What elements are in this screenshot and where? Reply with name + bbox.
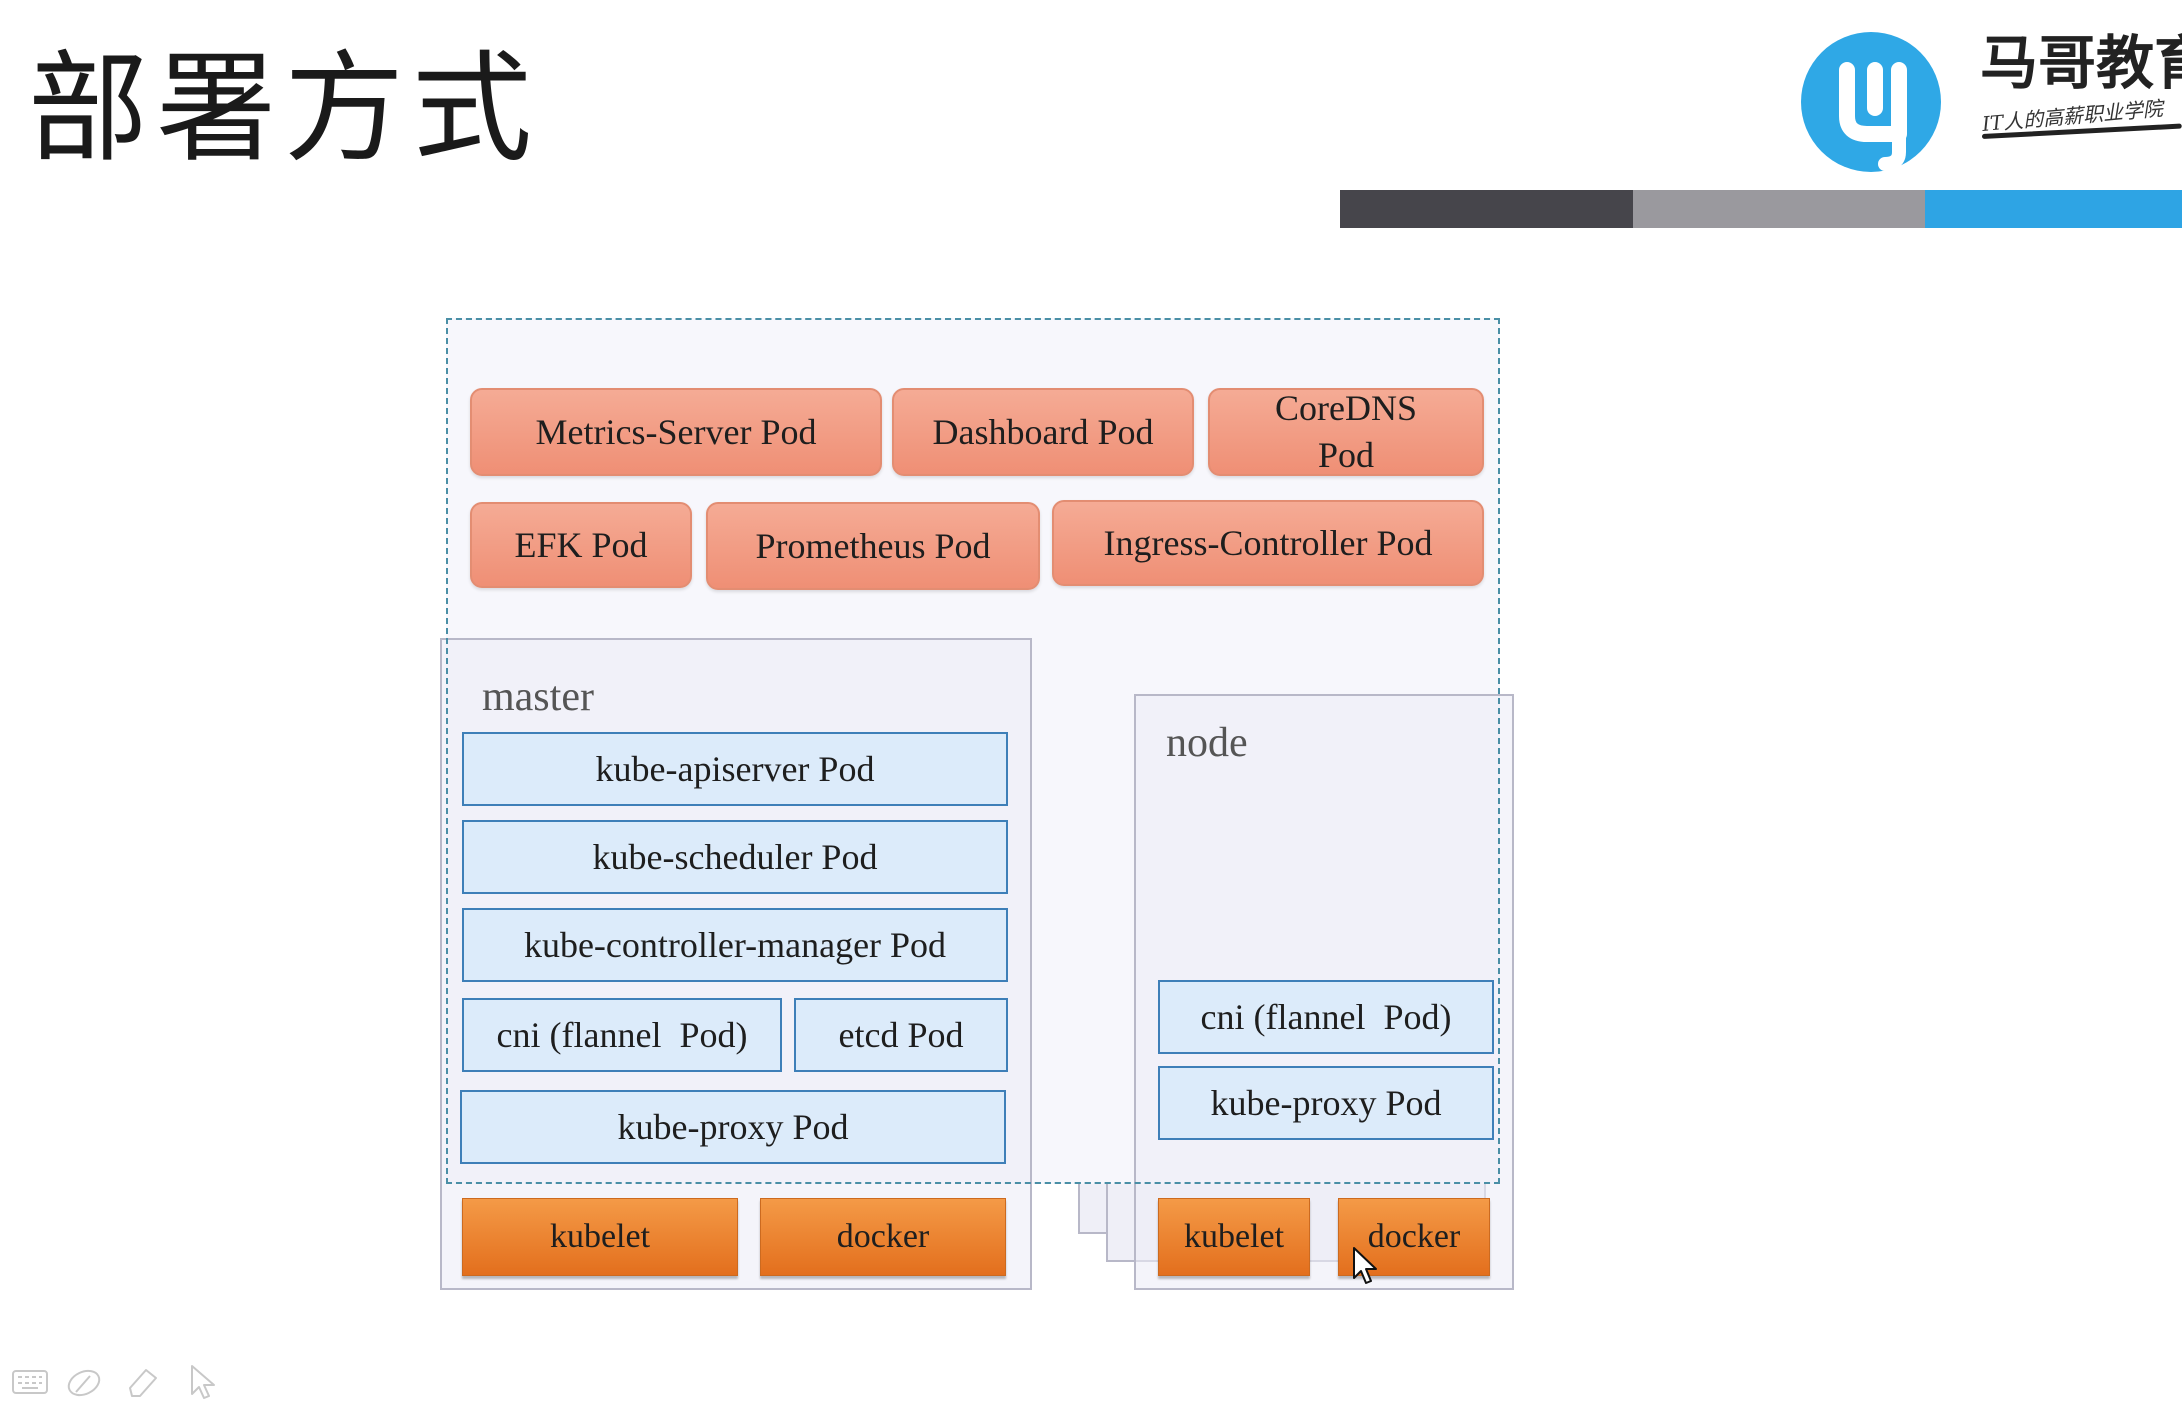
master-kube-scheduler-pod: kube-scheduler Pod: [462, 820, 1008, 894]
master-label: master: [482, 674, 594, 720]
metrics-server-pod: Metrics-Server Pod: [470, 388, 882, 476]
node-cni-flannel-pod: cni (flannel Pod): [1158, 980, 1494, 1054]
prometheus-pod: Prometheus Pod: [706, 502, 1040, 590]
node-label: node: [1166, 720, 1248, 766]
master-kubelet: kubelet: [462, 1198, 738, 1276]
eraser-icon[interactable]: [122, 1362, 162, 1402]
stripe-blue: [1925, 190, 2182, 228]
master-kube-controller-manager-pod: kube-controller-manager Pod: [462, 908, 1008, 982]
mage-logo-icon: [1801, 32, 1941, 172]
pen-icon[interactable]: [64, 1362, 104, 1402]
slide-title: 部署方式: [28, 40, 540, 179]
node-kube-proxy-pod: kube-proxy Pod: [1158, 1066, 1494, 1140]
dashboard-pod: Dashboard Pod: [892, 388, 1194, 476]
node-kubelet: kubelet: [1158, 1198, 1310, 1276]
ingress-controller-pod: Ingress-Controller Pod: [1052, 500, 1484, 586]
master-kube-proxy-pod: kube-proxy Pod: [460, 1090, 1006, 1164]
master-kube-apiserver-pod: kube-apiserver Pod: [462, 732, 1008, 806]
brand-name: 马哥教育: [1980, 29, 2182, 97]
master-etcd-pod: etcd Pod: [794, 998, 1008, 1072]
stripe-dark: [1340, 190, 1633, 228]
master-docker: docker: [760, 1198, 1006, 1276]
keyboard-icon[interactable]: [10, 1362, 50, 1402]
efk-pod: EFK Pod: [470, 502, 692, 588]
pointer-icon[interactable]: [184, 1362, 224, 1402]
master-cni-flannel-pod: cni (flannel Pod): [462, 998, 782, 1072]
stripe-gray: [1633, 190, 1925, 228]
mouse-cursor-icon: [1353, 1247, 1377, 1284]
coredns-pod: CoreDNS Pod: [1208, 388, 1484, 476]
